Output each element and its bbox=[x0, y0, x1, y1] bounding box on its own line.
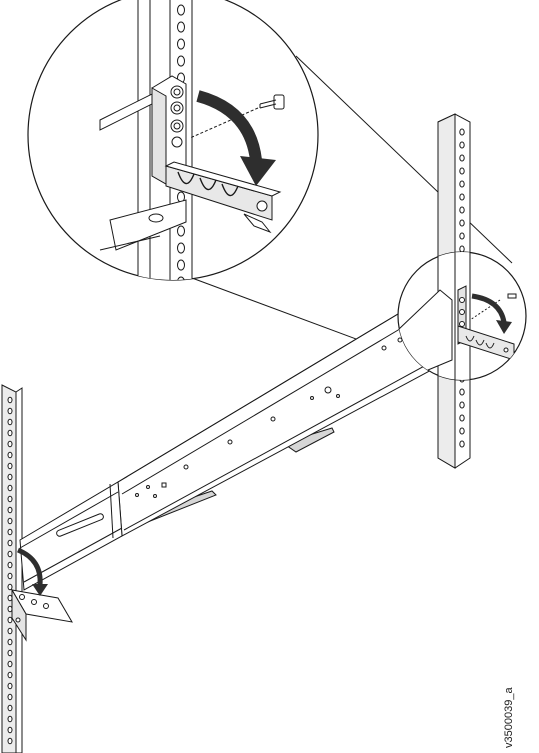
rack-hole bbox=[7, 506, 13, 514]
rack-hole bbox=[7, 473, 13, 481]
rack-hole bbox=[177, 55, 185, 67]
rack-hole bbox=[177, 38, 185, 50]
rack-hole bbox=[459, 401, 465, 409]
rack-hole bbox=[177, 242, 185, 254]
rack-hole bbox=[7, 429, 13, 437]
rack-hole bbox=[7, 517, 13, 525]
rail-holes bbox=[135, 337, 403, 498]
lower-rotate-arrow-icon bbox=[16, 547, 48, 596]
small-rotate-arrow-icon bbox=[471, 293, 512, 334]
big-rotate-arrow-icon bbox=[196, 90, 276, 186]
rack-hole bbox=[7, 495, 13, 503]
rack-hole bbox=[177, 276, 185, 280]
rack-hole bbox=[459, 427, 465, 435]
rack-hole bbox=[459, 128, 465, 136]
left-rack-post bbox=[1, 384, 23, 753]
rack-hole bbox=[7, 418, 13, 426]
rack-hole bbox=[7, 440, 13, 448]
rack-hole bbox=[459, 440, 465, 448]
rack-hole bbox=[7, 660, 13, 668]
rack-hole bbox=[7, 726, 13, 734]
rack-hole bbox=[7, 682, 13, 690]
rack-hole bbox=[459, 414, 465, 422]
rack-hole bbox=[459, 219, 465, 227]
screw-icon bbox=[259, 94, 285, 110]
rack-hole bbox=[7, 693, 13, 701]
rack-hole bbox=[7, 704, 13, 712]
rack-hole bbox=[177, 4, 185, 16]
rack-hole bbox=[7, 484, 13, 492]
rack-hole bbox=[7, 616, 13, 624]
rack-hole bbox=[7, 594, 13, 602]
rack-hole bbox=[7, 605, 13, 613]
lower-left-bracket bbox=[11, 588, 73, 642]
inner-rail bbox=[19, 481, 123, 591]
rack-hole bbox=[459, 388, 465, 396]
rack-hole bbox=[7, 627, 13, 635]
rack-hole bbox=[459, 245, 465, 253]
rack-hole bbox=[7, 671, 13, 679]
rack-hole bbox=[7, 638, 13, 646]
rack-hole bbox=[7, 451, 13, 459]
rack-hole bbox=[7, 396, 13, 404]
rack-hole bbox=[459, 206, 465, 214]
rack-hole bbox=[459, 141, 465, 149]
rack-hole bbox=[7, 407, 13, 415]
rack-hole bbox=[459, 232, 465, 240]
rack-hole bbox=[177, 225, 185, 237]
rack-hole bbox=[177, 21, 185, 33]
rack-hole bbox=[7, 715, 13, 723]
figure-id-label: v3500039_a bbox=[503, 687, 515, 748]
rack-hole bbox=[7, 561, 13, 569]
rack-hole bbox=[7, 462, 13, 470]
magnified-callout-circle bbox=[27, 0, 319, 281]
rack-hole bbox=[459, 180, 465, 188]
rack-hole bbox=[7, 550, 13, 558]
rack-hole bbox=[177, 259, 185, 271]
rack-hole bbox=[7, 572, 13, 580]
rack-hole bbox=[459, 193, 465, 201]
rack-hole bbox=[459, 154, 465, 162]
rack-hole bbox=[7, 737, 13, 745]
rack-hole bbox=[7, 528, 13, 536]
rack-hole bbox=[459, 167, 465, 175]
rack-hole bbox=[7, 539, 13, 547]
left-post-holes bbox=[7, 396, 13, 745]
rack-hole bbox=[7, 583, 13, 591]
rack-hole bbox=[7, 649, 13, 657]
